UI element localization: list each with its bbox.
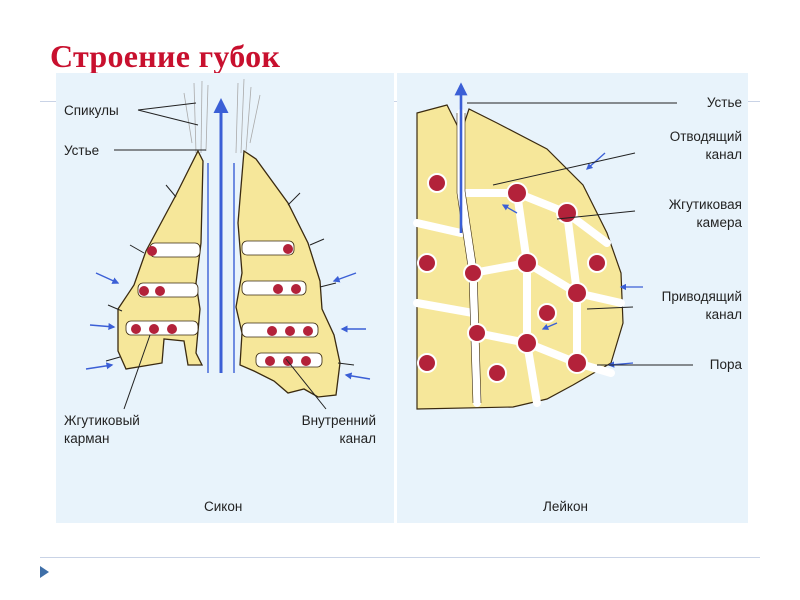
label-inner-canal-2: канал	[339, 431, 376, 447]
sycon-caption: Сикон	[204, 499, 242, 515]
label-excurrent-canal-2: канал	[705, 147, 742, 163]
label-flagellated-pocket-2: карман	[64, 431, 109, 447]
sycon-illustration	[56, 73, 394, 523]
label-flagellated-chamber-2: камера	[696, 215, 742, 231]
bottom-divider	[40, 557, 760, 558]
leucon-figure: Устье Отводящий канал Жгутиковая камера …	[397, 73, 748, 523]
leucon-caption: Лейкон	[543, 499, 588, 515]
label-spicules: Спикулы	[64, 103, 119, 119]
bullet-arrow-icon	[40, 566, 49, 578]
label-flagellated-pocket-1: Жгутиковый	[64, 413, 140, 429]
sycon-left-wall	[118, 151, 203, 369]
label-incurrent-canal-1: Приводящий	[662, 289, 742, 305]
label-osculum: Устье	[64, 143, 99, 159]
sycon-figure: Спикулы Устье Жгутиковый карман Внутренн…	[56, 73, 394, 523]
label-flagellated-chamber-1: Жгутиковая	[669, 197, 742, 213]
label-pore: Пора	[710, 357, 742, 373]
label-osculum: Устье	[707, 95, 742, 111]
label-excurrent-canal-1: Отводящий	[670, 129, 742, 145]
label-inner-canal-1: Внутренний	[302, 413, 376, 429]
label-incurrent-canal-2: канал	[705, 307, 742, 323]
slide-title: Строение губок	[50, 38, 280, 75]
